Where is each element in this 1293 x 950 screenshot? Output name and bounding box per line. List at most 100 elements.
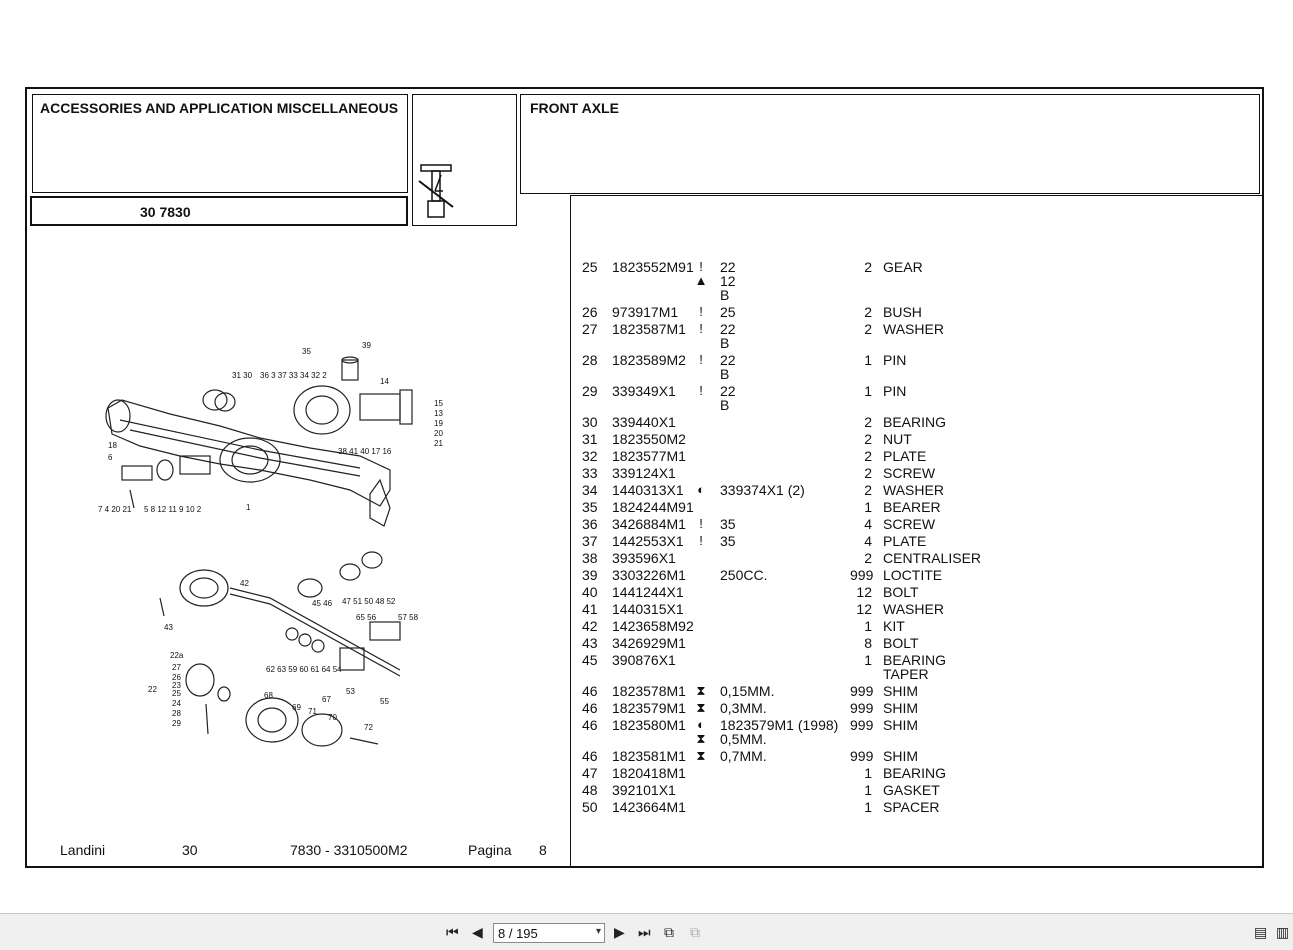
quantity: 999	[850, 700, 874, 716]
reference-note: 22	[720, 321, 736, 337]
footer-model-ref: 7830 - 3310500M2	[290, 842, 408, 858]
part-description: BEARER	[883, 499, 941, 515]
quantity: 2	[864, 414, 872, 430]
svg-text:62 63 59 60 61 64 54: 62 63 59 60 61 64 54	[266, 665, 342, 674]
quantity: 2	[864, 259, 872, 275]
footer-brand: Landini	[60, 842, 106, 858]
reference-note: 0,3MM.	[720, 700, 767, 716]
copy-page-icon[interactable]: ⧉	[664, 924, 674, 940]
reference-note: 22	[720, 259, 736, 275]
reference-note: B	[720, 335, 730, 351]
axle-tool-icon	[418, 164, 454, 218]
part-description: NUT	[883, 431, 912, 447]
footer-page-number: 8	[539, 842, 547, 858]
part-description: SHIM	[883, 683, 918, 699]
item-number: 46	[582, 748, 598, 764]
part-number: 393596X1	[612, 550, 676, 566]
svg-text:13: 13	[434, 409, 443, 418]
part-description: BEARING	[883, 414, 947, 430]
svg-text:23: 23	[172, 681, 181, 690]
part-number: 3426929M1	[612, 635, 686, 651]
part-number: 1440315X1	[612, 601, 684, 617]
part-number: 392101X1	[612, 782, 676, 798]
svg-text:26: 26	[172, 673, 181, 682]
svg-text:53: 53	[346, 687, 355, 696]
quantity: 1	[864, 782, 872, 798]
part-description: BUSH	[883, 304, 922, 320]
item-number: 45	[582, 652, 598, 668]
part-description: SPACER	[883, 799, 940, 815]
reference-note: B	[720, 397, 730, 413]
svg-text:14: 14	[380, 377, 389, 386]
item-number: 27	[582, 321, 598, 337]
part-description: LOCTITE	[883, 567, 943, 583]
quantity: 2	[864, 321, 872, 337]
page-selector[interactable]: 8 / 195 ▾	[493, 923, 605, 943]
reference-note: B	[720, 366, 730, 382]
model-code-box: 30 7830	[30, 196, 408, 226]
item-number: 38	[582, 550, 598, 566]
quantity: 999	[850, 748, 874, 764]
reference-note: 0,15MM.	[720, 683, 775, 699]
first-page-icon[interactable]: ⏮	[446, 924, 459, 940]
reference-note: 35	[720, 516, 736, 532]
reference-note: 35	[720, 533, 736, 549]
reference-note: 22	[720, 352, 736, 368]
part-description: SCREW	[883, 516, 936, 532]
item-number: 34	[582, 482, 598, 498]
paste-page-icon[interactable]: ⧉	[690, 924, 700, 940]
part-description: GASKET	[883, 782, 940, 798]
part-number: 1823587M1	[612, 321, 686, 337]
quantity: 2	[864, 465, 872, 481]
part-number: 1442553X1	[612, 533, 684, 549]
part-description: WASHER	[883, 321, 944, 337]
quantity: 2	[864, 431, 872, 447]
part-number: 1823577M1	[612, 448, 686, 464]
svg-text:27: 27	[172, 663, 181, 672]
note-marker-icon: ◐	[697, 482, 705, 497]
quantity: 999	[850, 683, 874, 699]
part-number: 339440X1	[612, 414, 676, 430]
quantity: 999	[850, 567, 874, 583]
quantity: 1	[864, 499, 872, 515]
part-description: GEAR	[883, 259, 923, 275]
reference-note: 0,7MM.	[720, 748, 767, 764]
svg-text:39: 39	[362, 341, 371, 350]
svg-text:55: 55	[380, 697, 389, 706]
note-marker-icon: !	[699, 352, 703, 367]
svg-text:47 51 50 48 52: 47 51 50 48 52	[342, 597, 396, 606]
part-description: BEARING	[883, 765, 947, 781]
part-number: 390876X1	[612, 652, 676, 668]
note-marker-icon: ▲	[694, 273, 708, 288]
quantity: 999	[850, 717, 874, 733]
prev-page-icon[interactable]: ◀	[472, 924, 483, 940]
svg-text:22a: 22a	[170, 651, 184, 660]
svg-text:29: 29	[172, 719, 181, 728]
item-number: 29	[582, 383, 598, 399]
item-number: 36	[582, 516, 598, 532]
item-number: 28	[582, 352, 598, 368]
part-description: KIT	[883, 618, 905, 634]
group-icon-box	[412, 94, 517, 226]
single-page-view-icon[interactable]: ▤	[1254, 924, 1268, 940]
item-number: 40	[582, 584, 598, 600]
part-description: PIN	[883, 352, 907, 368]
last-page-icon[interactable]: ⏭	[638, 924, 651, 940]
item-number: 43	[582, 635, 598, 651]
viewer-toolbar: ⏮ ◀ 8 / 195 ▾ ▶ ⏭ ⧉ ⧉ ▤ ▥	[0, 913, 1293, 950]
reference-note: 1823579M1 (1998)	[720, 717, 839, 733]
svg-text:70: 70	[328, 713, 337, 722]
svg-text:19: 19	[434, 419, 443, 428]
note-marker-icon: !	[699, 304, 703, 319]
part-description: SHIM	[883, 717, 918, 733]
note-marker-icon: ◐	[697, 717, 705, 732]
svg-text:15: 15	[434, 399, 443, 408]
svg-text:69: 69	[292, 703, 301, 712]
reference-note: 0,5MM.	[720, 731, 767, 747]
part-number: 339124X1	[612, 465, 676, 481]
section-title-box: ACCESSORIES AND APPLICATION MISCELLANEOU…	[32, 94, 408, 193]
next-page-icon[interactable]: ▶	[614, 924, 625, 940]
quantity: 2	[864, 550, 872, 566]
note-marker-icon: ⧗	[696, 748, 706, 763]
two-page-view-icon[interactable]: ▥	[1276, 924, 1290, 940]
